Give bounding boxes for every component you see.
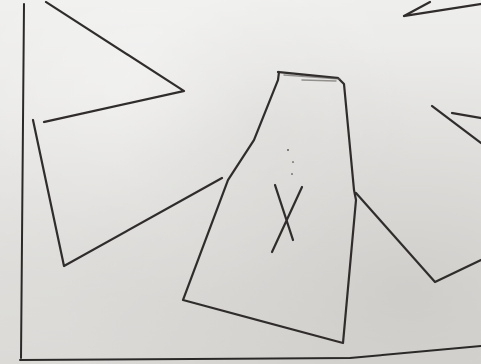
top-left-triangle — [44, 2, 184, 122]
central-trapezoid — [183, 72, 356, 343]
frame-bottom-line — [20, 346, 481, 360]
frame-left-line — [21, 4, 24, 358]
x-mark-stroke-2 — [272, 187, 302, 252]
right-upper-fragment — [432, 106, 481, 143]
right-upper-fragment-2 — [452, 113, 481, 118]
pencil-dot — [292, 161, 294, 163]
pencil-dot — [291, 173, 293, 175]
left-triangle — [33, 120, 222, 266]
pencil-dot — [287, 149, 289, 151]
trapezoid-top-inner — [302, 80, 336, 81]
right-wedge — [356, 193, 481, 282]
